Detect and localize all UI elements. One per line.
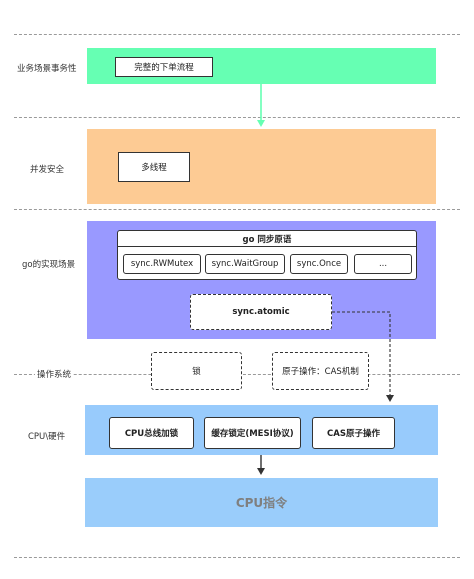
cpu-instruction-band: CPU指令 [85,478,438,527]
separator-line [14,209,460,210]
multithread-box: 多线程 [118,152,190,182]
os-atomic-cas-box: 原子操作：CAS机制 [272,352,369,390]
go-sync-primitives-divider [118,246,416,247]
layer-label-concurrency: 并发安全 [30,165,65,175]
layer-label-hardware: CPU\硬件 [28,432,66,442]
primitive-more: ... [354,254,412,274]
primitive-once: sync.Once [290,254,348,274]
cpu-bus-lock-box: CPU总线加锁 [109,417,194,449]
separator-line [14,557,460,558]
cas-atomic-op-box: CAS原子操作 [312,417,395,449]
layer-label-business: 业务场景事务性 [17,64,77,74]
go-sync-primitives-title: go 同步原语 [242,235,292,245]
arrow-atomic-to-cas [332,311,394,402]
separator-line [14,117,460,118]
separator-line [14,34,460,35]
primitive-rwmutex: sync.RWMutex [123,254,201,274]
layer-label-os: 操作系统 [35,368,74,380]
os-lock-box: 锁 [151,352,242,390]
layer-label-go: go的实现场景 [22,260,76,270]
sync-atomic-box: sync.atomic [190,294,332,330]
cache-lock-mesi-box: 缓存锁定(MESI协议) [204,417,301,449]
primitive-waitgroup: sync.WaitGroup [205,254,285,274]
business-process-box: 完整的下单流程 [115,57,213,77]
